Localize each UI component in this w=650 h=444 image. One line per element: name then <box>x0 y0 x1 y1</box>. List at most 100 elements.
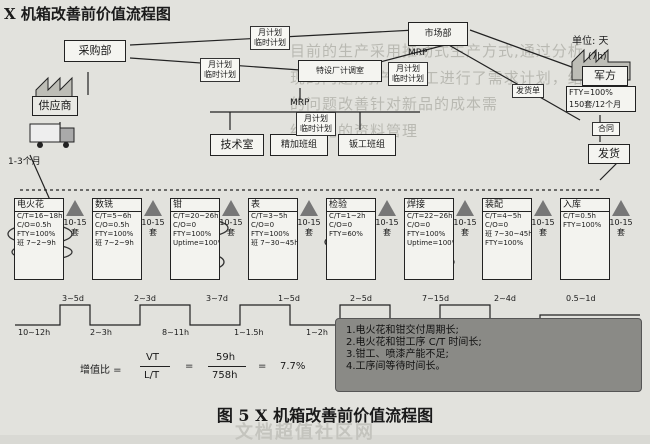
issue-item: 3.钳工、喷漆产能不足; <box>346 349 449 360</box>
figure-caption: 图 5 X 机箱改善前价值流程图 <box>216 406 434 425</box>
inventory-qty: 10-15 <box>63 218 87 227</box>
process-metric: C/T=20~26h <box>173 212 219 220</box>
plan-note: 月计划 临时计划 <box>200 58 240 82</box>
page: 目前的生产采用推动式生产方式,通过分析 现的问题,对产品加工进行了需求计划，结合… <box>4 5 642 443</box>
timeline-process: 10~12h <box>18 328 51 337</box>
process-metric: Uptime=100% <box>407 239 453 247</box>
page-title: X 机箱改善前价值流程图 <box>4 5 171 23</box>
watermark: 文档超值社区网 <box>235 422 375 443</box>
timeline-wait: 0.5~1d <box>566 294 596 303</box>
background-text: 目前的生产采用推动式生产方式,通过分析 <box>290 42 584 60</box>
issues-box: 1.电火花和钳交付周期长; 2.电火花和钳工序 C/T 时间长; 3.钳工、喷漆… <box>335 318 642 392</box>
formula-eq: = <box>185 361 194 372</box>
sheetmetal-node: 钣工班组 <box>338 134 396 156</box>
inventory-qty: 10-15 <box>219 218 243 227</box>
timeline-process: 1~1.5h <box>234 328 264 337</box>
process-name: 入库 <box>561 199 609 212</box>
inventory-unit: 套 <box>305 228 313 237</box>
formula-eq: = <box>258 361 267 372</box>
supplier-node: 供应商 <box>32 96 78 116</box>
army-info-line: FTY=100% <box>569 88 613 97</box>
formula-label: 增值比 = <box>80 365 122 376</box>
ship-node: 发货 <box>588 144 630 164</box>
process-metric: C/T=5~6h <box>95 212 132 220</box>
process-metric: Uptime=100% <box>173 239 219 247</box>
process-metric: FTY=100% <box>563 221 602 229</box>
inventory-qty: 10-15 <box>531 218 555 227</box>
mrp-label: MRP <box>290 98 310 108</box>
process-metric: C/T=16~18h <box>17 212 63 220</box>
process-name: 装配 <box>483 199 531 212</box>
process-metric: 班 7~30~45h <box>251 239 297 247</box>
issue-item: 4.工序间等待时间长。 <box>346 361 446 372</box>
inventory-icon <box>300 200 318 216</box>
process-metric: C/T=22~26h <box>407 212 453 220</box>
inventory-qty: 10-15 <box>609 218 633 227</box>
timeline-wait: 2~5d <box>350 294 372 303</box>
process-metric: FTY=60% <box>329 230 363 238</box>
timeline-wait: 2~4d <box>494 294 516 303</box>
timeline-process: 8~11h <box>162 328 190 337</box>
inventory-qty: 10-15 <box>141 218 165 227</box>
process-name: 电火花 <box>15 199 63 212</box>
process-metric: C/T=0.5h <box>563 212 596 220</box>
issue-item: 1.电火花和钳交付周期长; <box>346 325 459 336</box>
process-metric: 班 7~2~9h <box>17 239 56 247</box>
inventory-unit: 套 <box>227 228 235 237</box>
army-days: (7h) <box>588 52 607 62</box>
finishing-node: 精加班组 <box>270 134 328 156</box>
process-name: 检验 <box>327 199 375 212</box>
process-metric: C/T=1~2h <box>329 212 366 220</box>
unit-label: 单位: 天 <box>572 36 609 47</box>
process-metric: 班 7~30~45h <box>485 230 531 238</box>
process-metric: C/O=0 <box>329 221 353 229</box>
process-metric: C/O=0 <box>485 221 509 229</box>
process-metric: C/T=4~5h <box>485 212 522 220</box>
inventory-icon <box>66 200 84 216</box>
inventory-icon <box>144 200 162 216</box>
timeline-wait: 2~3d <box>134 294 156 303</box>
process-name: 钳 <box>171 199 219 212</box>
inventory-unit: 套 <box>461 228 469 237</box>
inventory-unit: 套 <box>539 228 547 237</box>
process-metric: 班 7~2~9h <box>95 239 134 247</box>
process-metric: C/O=0.5h <box>95 221 130 229</box>
timeline-wait: 7~15d <box>422 294 450 303</box>
market-node: 市场部 <box>408 22 468 46</box>
timeline-wait: 3~5d <box>62 294 84 303</box>
process-metric: FTY=100% <box>17 230 56 238</box>
process-name: 表 <box>249 199 297 212</box>
inventory-icon <box>222 200 240 216</box>
plan-note: 月计划 临时计划 <box>250 26 290 50</box>
formula-vt: VT <box>146 352 159 363</box>
inventory-qty: 10-15 <box>297 218 321 227</box>
mrp-label: MRP <box>408 48 428 58</box>
plan-note: 月计划 临时计划 <box>296 112 336 136</box>
timeline-wait: 1~5d <box>278 294 300 303</box>
formula-num: 59h <box>216 352 236 363</box>
purchasing-node: 采购部 <box>64 40 126 62</box>
process-metric: C/O=0 <box>251 221 275 229</box>
process-metric: C/O=0 <box>407 221 431 229</box>
inventory-unit: 套 <box>617 228 625 237</box>
formula-lt: L/T <box>144 370 160 381</box>
planning-node: 特设厂计调室 <box>298 60 382 82</box>
process-name: 焊接 <box>405 199 453 212</box>
army-info: FTY=100% 150套/12个月 <box>566 86 636 112</box>
army-info-line: 150套/12个月 <box>569 100 622 109</box>
ship-order-note: 发货单 <box>512 84 544 98</box>
formula-den: 758h <box>212 370 238 381</box>
army-node: 军方 <box>582 66 628 86</box>
plan-note: 月计划 临时计划 <box>388 62 428 86</box>
process-metric: C/O=0.5h <box>17 221 52 229</box>
inventory-unit: 套 <box>149 228 157 237</box>
inventory-icon <box>456 200 474 216</box>
process-metric: FTY=100% <box>407 230 446 238</box>
inventory-icon <box>534 200 552 216</box>
process-metric: FTY=100% <box>485 239 524 247</box>
